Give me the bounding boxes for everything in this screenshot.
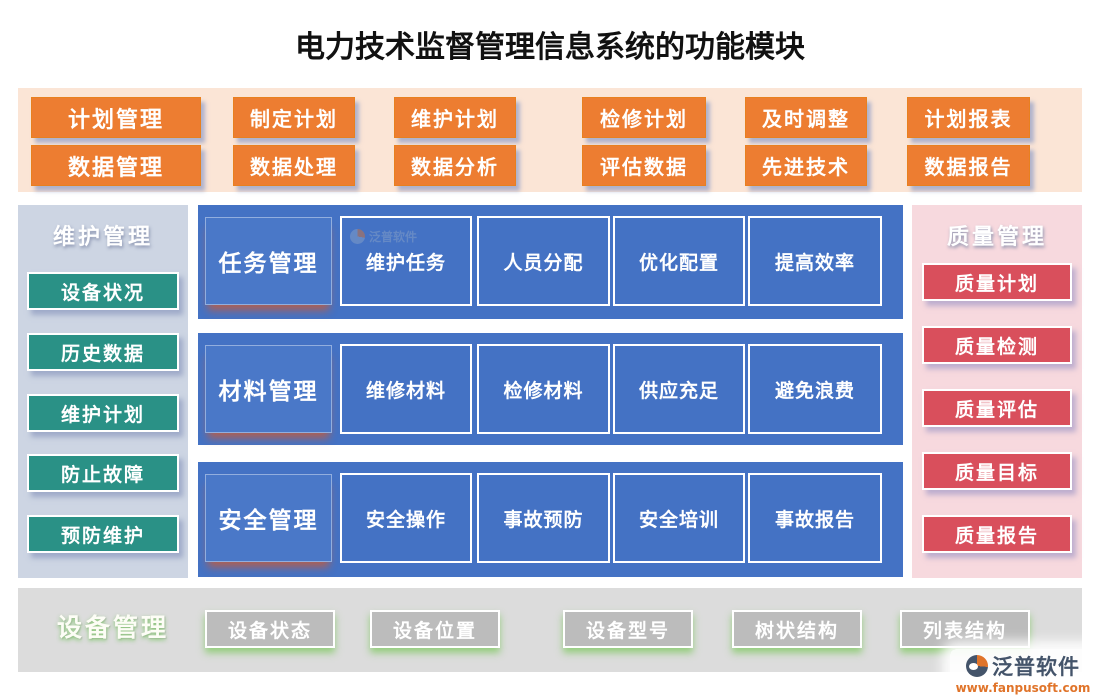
module-plan-management: 计划管理 bbox=[31, 97, 201, 138]
module-quality-inspection: 质量检测 bbox=[922, 326, 1072, 364]
module-preventive-maintenance: 预防维护 bbox=[27, 515, 179, 553]
module-quality-report: 质量报告 bbox=[922, 515, 1072, 553]
page-title: 电力技术监督管理信息系统的功能模块 bbox=[295, 30, 805, 65]
module-equipment-status: 设备状态 bbox=[205, 610, 335, 648]
module-personnel-allocation: 人员分配 bbox=[477, 216, 610, 306]
module-quality-target: 质量目标 bbox=[922, 452, 1072, 490]
module-timely-adjust: 及时调整 bbox=[745, 97, 867, 138]
module-optimize-config: 优化配置 bbox=[613, 216, 745, 306]
quality-panel: 质量管理 质量计划 质量检测 质量评估 质量目标 质量报告 bbox=[912, 205, 1082, 578]
module-list-structure: 列表结构 bbox=[900, 610, 1030, 648]
module-quality-plan: 质量计划 bbox=[922, 263, 1072, 301]
module-equipment-model: 设备型号 bbox=[563, 610, 693, 648]
module-quality-evaluation: 质量评估 bbox=[922, 389, 1072, 427]
module-material-management: 材料管理 bbox=[205, 345, 332, 433]
quality-panel-title: 质量管理 bbox=[946, 225, 1047, 250]
equipment-band-title: 设备管理 bbox=[56, 613, 169, 642]
module-maintain-plan: 维护计划 bbox=[394, 97, 516, 138]
module-avoid-waste: 避免浪费 bbox=[748, 344, 882, 434]
module-task-management: 任务管理 bbox=[205, 217, 332, 305]
fanpu-logo-icon bbox=[350, 229, 365, 244]
module-plan-report: 计划报表 bbox=[907, 97, 1030, 138]
vendor-name: 泛普软件 bbox=[992, 655, 1080, 679]
maintenance-panel-title: 维护管理 bbox=[52, 225, 153, 250]
vendor-logo[interactable]: 泛普软件 www.fanpusoft.com bbox=[950, 649, 1096, 696]
maintenance-panel: 维护管理 设备状况 历史数据 维护计划 防止故障 预防维护 bbox=[18, 205, 188, 578]
module-accident-prevention: 事故预防 bbox=[477, 473, 610, 563]
module-equipment-location: 设备位置 bbox=[370, 610, 500, 648]
module-accident-report: 事故报告 bbox=[748, 473, 882, 563]
module-maintenance-plan: 维护计划 bbox=[27, 394, 179, 432]
module-safety-training: 安全培训 bbox=[613, 473, 745, 563]
module-data-processing: 数据处理 bbox=[233, 145, 355, 186]
plan-data-band: 计划管理 制定计划 维护计划 检修计划 及时调整 计划报表 数据管理 数据处理 … bbox=[18, 88, 1082, 192]
vendor-url[interactable]: www.fanpusoft.com bbox=[955, 681, 1091, 695]
module-data-analysis: 数据分析 bbox=[394, 145, 516, 186]
module-make-plan: 制定计划 bbox=[233, 97, 355, 138]
module-data-management: 数据管理 bbox=[31, 145, 201, 186]
material-management-row: 材料管理 维修材料 检修材料 供应充足 避免浪费 bbox=[198, 333, 903, 445]
module-repair-material: 维修材料 bbox=[340, 344, 472, 434]
equipment-band: 设备管理 设备状态 设备位置 设备型号 树状结构 列表结构 bbox=[18, 588, 1082, 672]
module-history-data: 历史数据 bbox=[27, 333, 179, 371]
module-data-report: 数据报告 bbox=[907, 145, 1030, 186]
module-prevent-fault: 防止故障 bbox=[27, 454, 179, 492]
watermark: 泛普软件 bbox=[350, 228, 417, 245]
fanpu-logo-icon bbox=[966, 655, 988, 677]
module-overhaul-plan: 检修计划 bbox=[582, 97, 706, 138]
module-safe-operation: 安全操作 bbox=[340, 473, 472, 563]
module-safety-management: 安全管理 bbox=[205, 474, 332, 562]
safety-management-row: 安全管理 安全操作 事故预防 安全培训 事故报告 bbox=[198, 462, 903, 577]
module-advanced-tech: 先进技术 bbox=[745, 145, 867, 186]
task-management-row: 任务管理 维护任务 人员分配 优化配置 提高效率 bbox=[198, 205, 903, 319]
module-maintenance-task: 维护任务 bbox=[340, 216, 472, 306]
module-sufficient-supply: 供应充足 bbox=[613, 344, 745, 434]
watermark-text: 泛普软件 bbox=[369, 230, 418, 244]
module-evaluate-data: 评估数据 bbox=[582, 145, 706, 186]
module-equipment-condition: 设备状况 bbox=[27, 272, 179, 310]
module-improve-efficiency: 提高效率 bbox=[748, 216, 882, 306]
module-tree-structure: 树状结构 bbox=[732, 610, 862, 648]
module-overhaul-material: 检修材料 bbox=[477, 344, 610, 434]
